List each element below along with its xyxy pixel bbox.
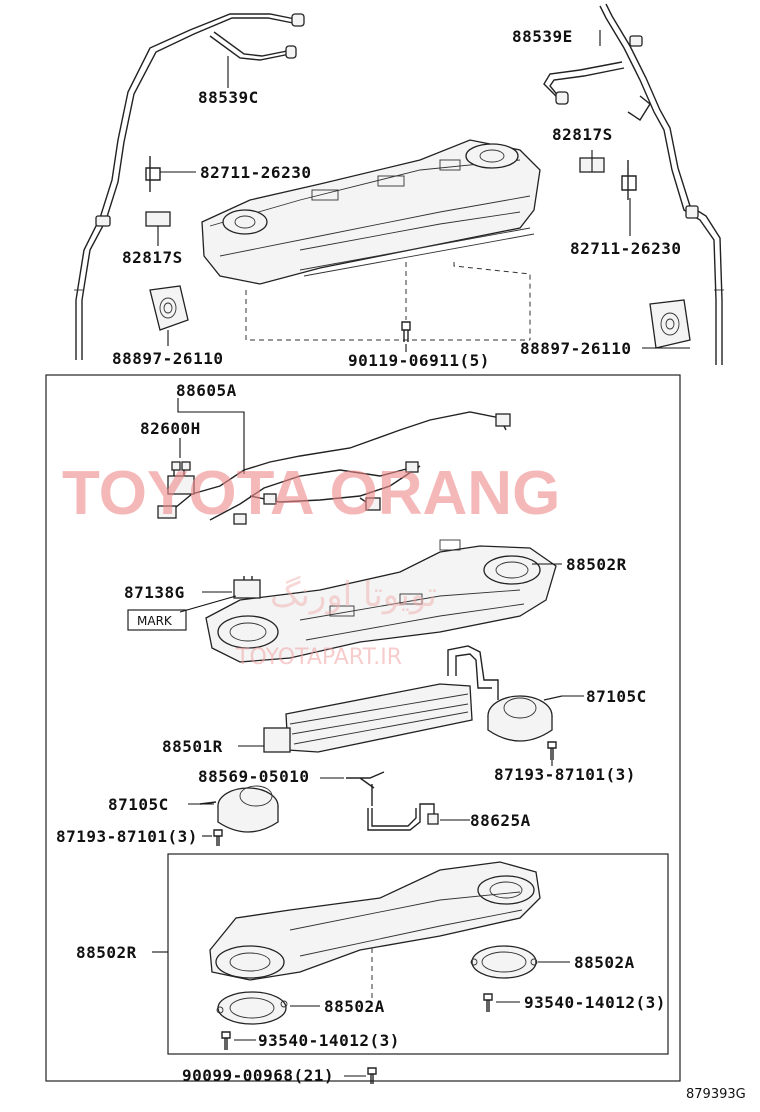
label-case-lower: 88502R (76, 943, 137, 962)
label-wire: 82600H (140, 419, 201, 438)
fan-ring-right-icon (470, 945, 538, 979)
figure-id: 879393G (686, 1087, 746, 1102)
grommet-right-icon (649, 299, 691, 349)
upper-case (205, 539, 557, 663)
connector-82600h-icon (167, 461, 195, 495)
screw-right-icon (547, 741, 557, 760)
bolt-bottom-icon (367, 1067, 377, 1084)
label-pad-right: 82817S (552, 125, 613, 144)
label-clamp-right: 82711-26230 (570, 239, 681, 258)
label-harness: 88605A (176, 381, 237, 400)
label-screw-ring-left: 93540-14012(3) (258, 1031, 400, 1050)
screw-ring-left-icon (221, 1031, 231, 1050)
label-case-upper: 88502R (566, 555, 627, 574)
label-ring-right: 88502A (574, 953, 635, 972)
label-tube: 88625A (470, 811, 531, 830)
label-hose-e: 88539E (512, 27, 573, 46)
label-blower-left: 87105C (108, 795, 169, 814)
resistor-87138g-icon (233, 576, 261, 599)
clamp-left-icon (145, 156, 161, 192)
blower-motor-left-icon (199, 785, 279, 833)
bolt-top-icon (401, 321, 411, 342)
label-bolt-bottom: 90099-00968(21) (182, 1066, 334, 1085)
clamp-right-icon (621, 160, 637, 200)
mark-box (127, 609, 187, 631)
label-clamp-left: 82711-26230 (200, 163, 311, 182)
thermistor-icon (346, 771, 385, 806)
grommet-left-icon (149, 285, 189, 331)
label-grommet-right: 88897-26110 (520, 339, 631, 358)
label-mark: MARK (137, 614, 173, 628)
label-grommet-left: 88897-26110 (112, 349, 223, 368)
wire-harness (157, 411, 511, 525)
watermark-main: TOYOTA ORANG (62, 459, 560, 528)
blower-motor-right-icon (487, 695, 563, 742)
drain-tube-icon (367, 803, 439, 831)
hose-88539e (543, 3, 724, 365)
watermark-arabic: تويوتا اورنگ (270, 575, 437, 615)
lower-case-frame (167, 853, 669, 1055)
exploded-view-frame (45, 374, 681, 1082)
label-screw-ring-right: 93540-14012(3) (524, 993, 666, 1012)
label-blower-right: 87105C (586, 687, 647, 706)
label-thermistor: 88569-05010 (198, 767, 309, 786)
label-hose-c: 88539C (198, 88, 259, 107)
ac-unit-assembly (201, 139, 541, 285)
label-evaporator: 88501R (162, 737, 223, 756)
label-resistor: 87138G (124, 583, 185, 602)
label-ring-left: 88502A (324, 997, 385, 1016)
lower-case (209, 861, 541, 1010)
label-pad-left: 82817S (122, 248, 183, 267)
hose-88539c (74, 13, 305, 360)
screw-left-icon (213, 829, 223, 846)
watermark-sub: TOYOTAPART.IR (235, 645, 402, 670)
fan-ring-left-icon (216, 991, 288, 1025)
label-bolt-top: 90119-06911(5) (348, 351, 490, 370)
label-screw-right: 87193-87101(3) (494, 765, 636, 784)
label-screw-left: 87193-87101(3) (56, 827, 198, 846)
evaporator-core (263, 645, 499, 753)
screw-ring-right-icon (483, 993, 493, 1012)
pad-left-icon (145, 211, 171, 227)
